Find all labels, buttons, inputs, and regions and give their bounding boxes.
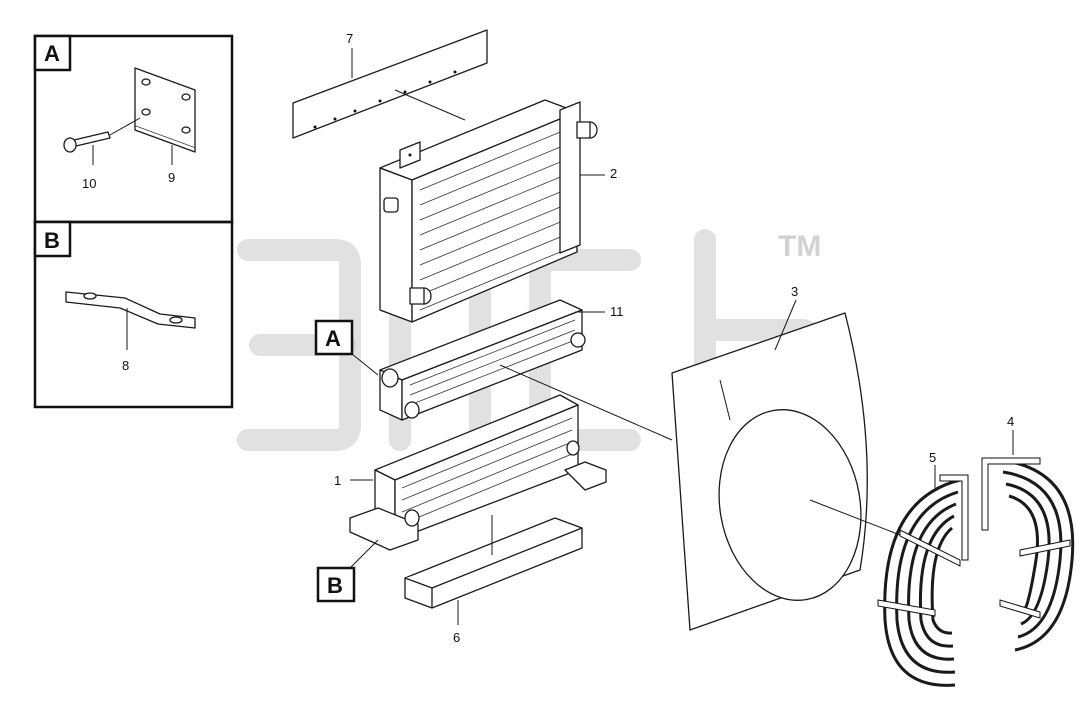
- leader-7-link: [394, 89, 466, 121]
- bracket-8: [65, 291, 196, 329]
- callout-6: 6: [453, 630, 460, 645]
- callout-3: 3: [791, 284, 798, 299]
- callout-7: 7: [346, 31, 353, 46]
- callout-2: 2: [610, 166, 617, 181]
- bracket-plate-9: [134, 67, 196, 153]
- tag-b-main-label: B: [327, 573, 343, 598]
- cooler-11: [379, 299, 586, 421]
- tag-a-main-label: A: [325, 326, 341, 351]
- fan-guard-4: [981, 457, 1075, 652]
- fan-guard-5: [877, 474, 969, 687]
- leader-3: [774, 299, 797, 351]
- fan-shroud-3: [671, 312, 868, 631]
- detail-b-tag: [33, 220, 72, 258]
- callout-11: 11: [610, 304, 624, 319]
- callout-8: 8: [122, 358, 129, 373]
- callout-5: 5: [929, 450, 936, 465]
- tag-b-main: [316, 566, 356, 603]
- leader-3-axis: [809, 499, 901, 536]
- detail-b-frame: [33, 220, 234, 409]
- watermark-tm: TM: [778, 230, 821, 263]
- callout-4: 4: [1007, 414, 1014, 429]
- callout-1: 1: [334, 473, 341, 488]
- seal-strip-7: [292, 29, 488, 139]
- bolt-10: [63, 117, 141, 153]
- tag-a-main: [314, 319, 354, 356]
- detail-b-label: B: [44, 228, 60, 253]
- detail-a-label: A: [44, 41, 60, 66]
- callout-9: 9: [168, 170, 175, 185]
- leader-tag-b: [349, 539, 379, 569]
- cooler-1: [349, 394, 607, 551]
- leader-tag-a: [351, 353, 379, 376]
- radiator-2: [379, 99, 598, 323]
- detail-a-tag: [33, 34, 72, 72]
- leader-3-link: [499, 364, 673, 441]
- callout-10: 10: [82, 176, 96, 191]
- foam-pad-6: [404, 517, 583, 609]
